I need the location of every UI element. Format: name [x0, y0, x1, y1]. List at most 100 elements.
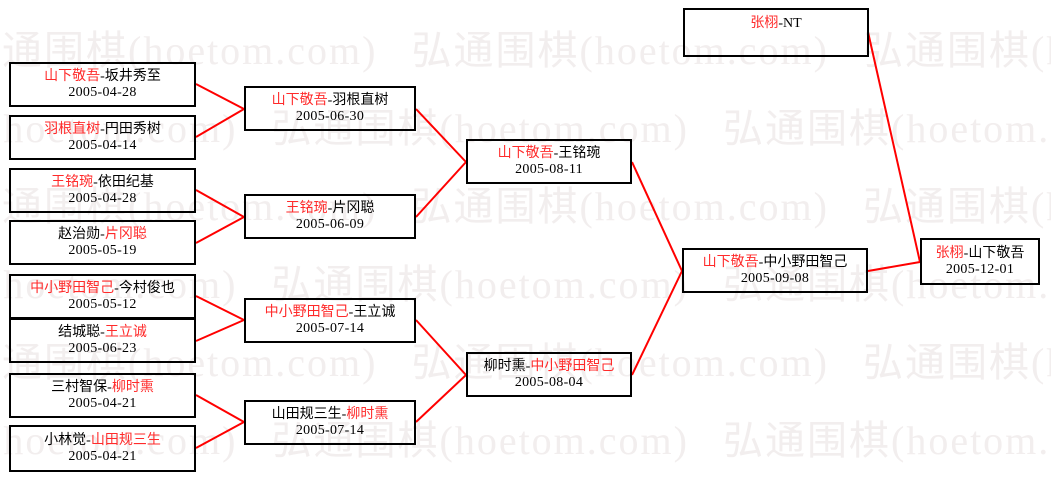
match-players: 山下敬吾-王铭琬 [498, 146, 601, 162]
player-separator: - [778, 16, 783, 31]
match-date: 2005-06-30 [295, 108, 365, 124]
player-left: 赵治勋 [58, 226, 101, 242]
match-date: 2005-04-21 [68, 395, 137, 411]
match-players: 中小野田智己-今村俊也 [30, 281, 175, 297]
player-right: 中小野田智己 [530, 358, 615, 374]
player-separator: - [758, 254, 764, 270]
match-date: 2005-12-01 [945, 261, 1015, 277]
player-right: 中小野田智己 [763, 254, 848, 270]
player-left: 山下敬吾 [497, 145, 554, 161]
player-left: 山下敬吾 [702, 254, 759, 270]
player-separator: - [100, 121, 105, 137]
player-right: 王立诚 [104, 324, 147, 340]
player-right: 柳时熏 [111, 379, 154, 395]
match-players: 小林觉-山田规三生 [44, 433, 161, 449]
match-date: 2005-09-08 [740, 270, 810, 286]
match-date: 2005-06-09 [295, 216, 365, 232]
connector-line [867, 261, 921, 272]
player-left: 小林觉 [44, 432, 87, 448]
player-left: 张栩 [935, 245, 964, 261]
connector-line [195, 295, 245, 321]
player-separator: - [327, 200, 333, 216]
match-players: 结城聪-王立诚 [58, 325, 147, 341]
match-date: 2005-04-28 [68, 190, 137, 206]
match-date: 2005-08-04 [514, 374, 584, 390]
match-date: 2005-05-19 [68, 242, 137, 258]
match-date: 2005-04-21 [68, 448, 137, 464]
connector-line [631, 161, 683, 272]
player-right: 山下敬吾 [968, 245, 1025, 261]
player-separator: - [341, 406, 347, 422]
match-players: 山下敬吾-羽根直树 [272, 93, 389, 109]
connector-line [195, 216, 245, 244]
player-left: 中小野田智己 [264, 304, 349, 320]
player-right: 片冈聪 [332, 200, 375, 216]
player-right: 山田规三生 [90, 432, 161, 448]
match-date: 2005-06-23 [68, 340, 137, 356]
connector-line [195, 108, 245, 138]
player-left: 张栩 [750, 16, 779, 31]
player-left: 三村智保 [51, 379, 108, 395]
player-separator: - [100, 226, 105, 242]
match-players: 赵治勋-片冈聪 [58, 227, 147, 243]
match-box-titleholder-1[interactable]: 张栩-NT [683, 8, 869, 57]
player-separator: - [107, 379, 112, 395]
connector-line [415, 108, 467, 163]
player-separator: - [327, 92, 333, 108]
player-left: 柳时熏 [483, 358, 526, 374]
player-right: 王立诚 [353, 304, 396, 320]
player-separator: - [100, 68, 105, 84]
match-players: 张栩-NT [750, 16, 801, 32]
connector-line [195, 394, 245, 423]
match-players: 王铭琬-依田纪基 [51, 175, 154, 191]
match-date: 2005-08-11 [515, 161, 583, 177]
connector-line [195, 319, 245, 342]
player-right: 羽根直树 [332, 92, 389, 108]
player-separator: - [114, 280, 119, 296]
match-players: 柳时熏-中小野田智己 [484, 359, 615, 375]
player-left: 山田规三生 [271, 406, 342, 422]
player-separator: - [525, 358, 531, 374]
player-left: 山下敬吾 [44, 68, 101, 84]
player-separator: - [93, 174, 98, 190]
match-players: 三村智保-柳时熏 [51, 380, 154, 396]
connector-line [195, 421, 245, 449]
match-date: 2005-04-14 [68, 137, 137, 153]
match-date: 2005-07-14 [295, 422, 365, 438]
connector-line [415, 374, 467, 423]
match-players: 山田规三生-柳时熏 [272, 407, 389, 423]
player-left: 山下敬吾 [271, 92, 328, 108]
match-players: 山下敬吾-中小野田智己 [703, 255, 848, 271]
match-date: 2005-07-14 [295, 320, 365, 336]
player-right: 柳时熏 [346, 406, 389, 422]
player-right: 円田秀树 [104, 121, 161, 137]
player-separator: - [963, 245, 969, 261]
connector-line [867, 31, 921, 263]
match-players: 山下敬吾-坂井秀至 [44, 69, 161, 85]
player-left: 结城聪 [58, 324, 101, 340]
match-date: 2005-05-12 [68, 296, 137, 312]
player-right: 依田纪基 [97, 174, 154, 190]
player-right: 片冈聪 [104, 226, 147, 242]
player-left: 羽根直树 [44, 121, 101, 137]
player-separator: - [348, 304, 354, 320]
player-separator: - [553, 145, 559, 161]
player-right: NT [783, 16, 802, 31]
